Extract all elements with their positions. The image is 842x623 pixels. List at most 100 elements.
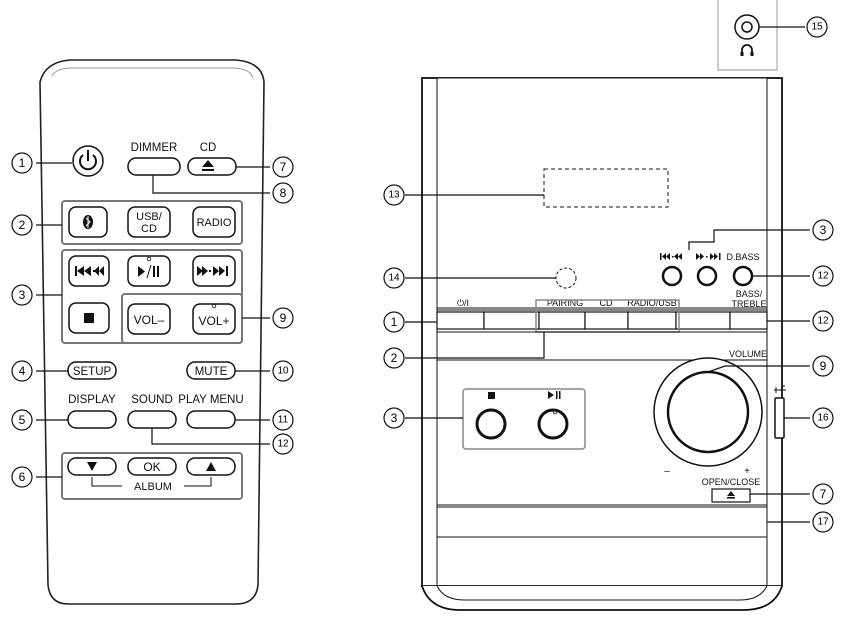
remote-radio-label: RADIO [197, 217, 232, 229]
unit-transport-group [462, 388, 586, 450]
remote-vol-plus-label: VOL+ [198, 314, 229, 328]
callout-4-remote: 4 [11, 360, 33, 382]
remote-sound-button[interactable] [127, 410, 177, 429]
unit-bass-treble-label-1: BASS/ [736, 289, 763, 299]
remote-vol-minus-label: VOL– [134, 313, 165, 327]
svg-text:9: 9 [820, 359, 827, 373]
unit-radio-usb-label: RADIO/USB [627, 298, 677, 308]
callout-12-unit-a: 12 [812, 265, 834, 287]
remote-cd-label: CD [200, 142, 217, 154]
svg-text:3: 3 [391, 411, 398, 425]
unit-dbass-button[interactable] [732, 265, 754, 287]
remote-radio-button[interactable] [192, 206, 236, 238]
unit-play-pause-button[interactable] [537, 408, 569, 440]
remote-vol-minus-button[interactable] [127, 303, 171, 335]
remote-control: DIMMER CD USB/ CD RADIO [39, 59, 265, 605]
svg-text:9: 9 [280, 311, 287, 325]
unit-skip-back-icon [660, 253, 682, 260]
display-panel [543, 168, 669, 208]
unit-radio-usb-button[interactable] [627, 311, 677, 330]
svg-text:2: 2 [391, 351, 398, 365]
unit-cd-button[interactable] [584, 311, 629, 330]
callout-3-unit-left: 3 [383, 407, 405, 429]
power-icon [79, 150, 97, 171]
display-window [436, 77, 768, 309]
unit-skip-forward-button[interactable] [696, 265, 718, 287]
unit-bass-treble-button[interactable] [729, 311, 768, 330]
usb-icon [774, 385, 786, 393]
svg-text:15: 15 [811, 22, 823, 33]
callout-10-remote: 10 [272, 360, 294, 382]
svg-text:2: 2 [19, 218, 26, 232]
unit-pairing-label: PAIRING [547, 298, 583, 308]
svg-text:5: 5 [19, 413, 26, 427]
svg-text:13: 13 [388, 190, 400, 201]
eject-icon [202, 160, 214, 171]
svg-text:16: 16 [817, 413, 829, 424]
svg-text:12: 12 [817, 316, 829, 327]
callout-11-remote: 11 [272, 409, 294, 431]
usb-port[interactable] [774, 397, 785, 439]
svg-text:4: 4 [19, 364, 26, 378]
arrow-up-icon [206, 462, 216, 471]
svg-text:1: 1 [19, 156, 26, 170]
unit-volume-plus: + [744, 466, 750, 477]
unit-stop-icon [488, 392, 495, 399]
callout-17-unit: 17 [812, 511, 834, 533]
unit-eject-icon [727, 491, 735, 499]
callout-7-unit: 7 [812, 483, 834, 505]
remote-usb-cd-label-2: CD [141, 223, 157, 235]
callout-1-remote: 1 [11, 152, 33, 174]
callout-9-remote: 9 [272, 307, 294, 329]
callout-6-remote: 6 [11, 466, 33, 488]
headphones-icon [740, 44, 754, 56]
callout-2-remote: 2 [11, 214, 33, 236]
callout-15-unit: 15 [806, 16, 828, 38]
callout-7-remote: 7 [272, 156, 294, 178]
callout-14-unit: 14 [383, 267, 405, 289]
remote-display-button[interactable] [67, 410, 117, 429]
remote-sound-label: SOUND [131, 394, 173, 406]
remote-play-menu-label: PLAY MENU [178, 394, 243, 406]
callout-9-unit: 9 [812, 355, 834, 377]
svg-text:3: 3 [19, 288, 26, 302]
unit-open-close-label: OPEN/CLOSE [702, 477, 761, 487]
skip-back-icon [75, 266, 104, 276]
remote-ok-label: OK [143, 460, 160, 474]
bluetooth-icon [83, 215, 93, 229]
svg-text:14: 14 [388, 273, 400, 284]
disc-tray[interactable] [436, 506, 768, 538]
remote-dimmer-button[interactable] [127, 157, 181, 176]
svg-text:11: 11 [278, 415, 289, 426]
remote-usb-cd-label-1: USB/ [136, 211, 163, 223]
skip-forward-icon [197, 266, 228, 276]
unit-blank-button-1[interactable] [483, 311, 540, 330]
unit-base [421, 585, 783, 611]
callouts: 1 2 3 4 5 6 7 8 9 10 11 12 13 14 1 2 3 3… [11, 16, 834, 533]
svg-text:7: 7 [820, 487, 827, 501]
stop-icon [84, 313, 94, 323]
svg-text:8: 8 [280, 186, 287, 200]
unit-stop-button[interactable] [475, 408, 507, 440]
unit-bass-treble-label-2: TREBLE [731, 299, 766, 309]
remote-dimmer-label: DIMMER [131, 142, 178, 154]
unit-power-button[interactable] [436, 311, 485, 330]
callout-2-unit: 2 [383, 347, 405, 369]
remote-display-label: DISPLAY [68, 394, 116, 406]
unit-cd-label: CD [600, 298, 613, 308]
unit-power-label: ⏻/I [457, 298, 469, 308]
svg-text:17: 17 [817, 517, 829, 528]
unit-pairing-button[interactable] [538, 311, 586, 330]
remote-usb-cd-button[interactable] [127, 206, 171, 238]
svg-text:10: 10 [277, 366, 289, 377]
callout-12-remote: 12 [272, 433, 294, 455]
svg-text:12: 12 [277, 439, 289, 450]
remote-ok-button[interactable] [127, 457, 177, 476]
unit-skip-back-button[interactable] [661, 265, 683, 287]
callout-3-remote: 3 [11, 284, 33, 306]
callout-1-unit: 1 [383, 311, 405, 333]
main-unit: D.BASS ⏻/I PAIRING CD RADIO/USB BASS/ TR… [421, 0, 786, 611]
unit-blank-button-2[interactable] [675, 311, 731, 330]
remote-play-menu-button[interactable] [186, 410, 236, 429]
